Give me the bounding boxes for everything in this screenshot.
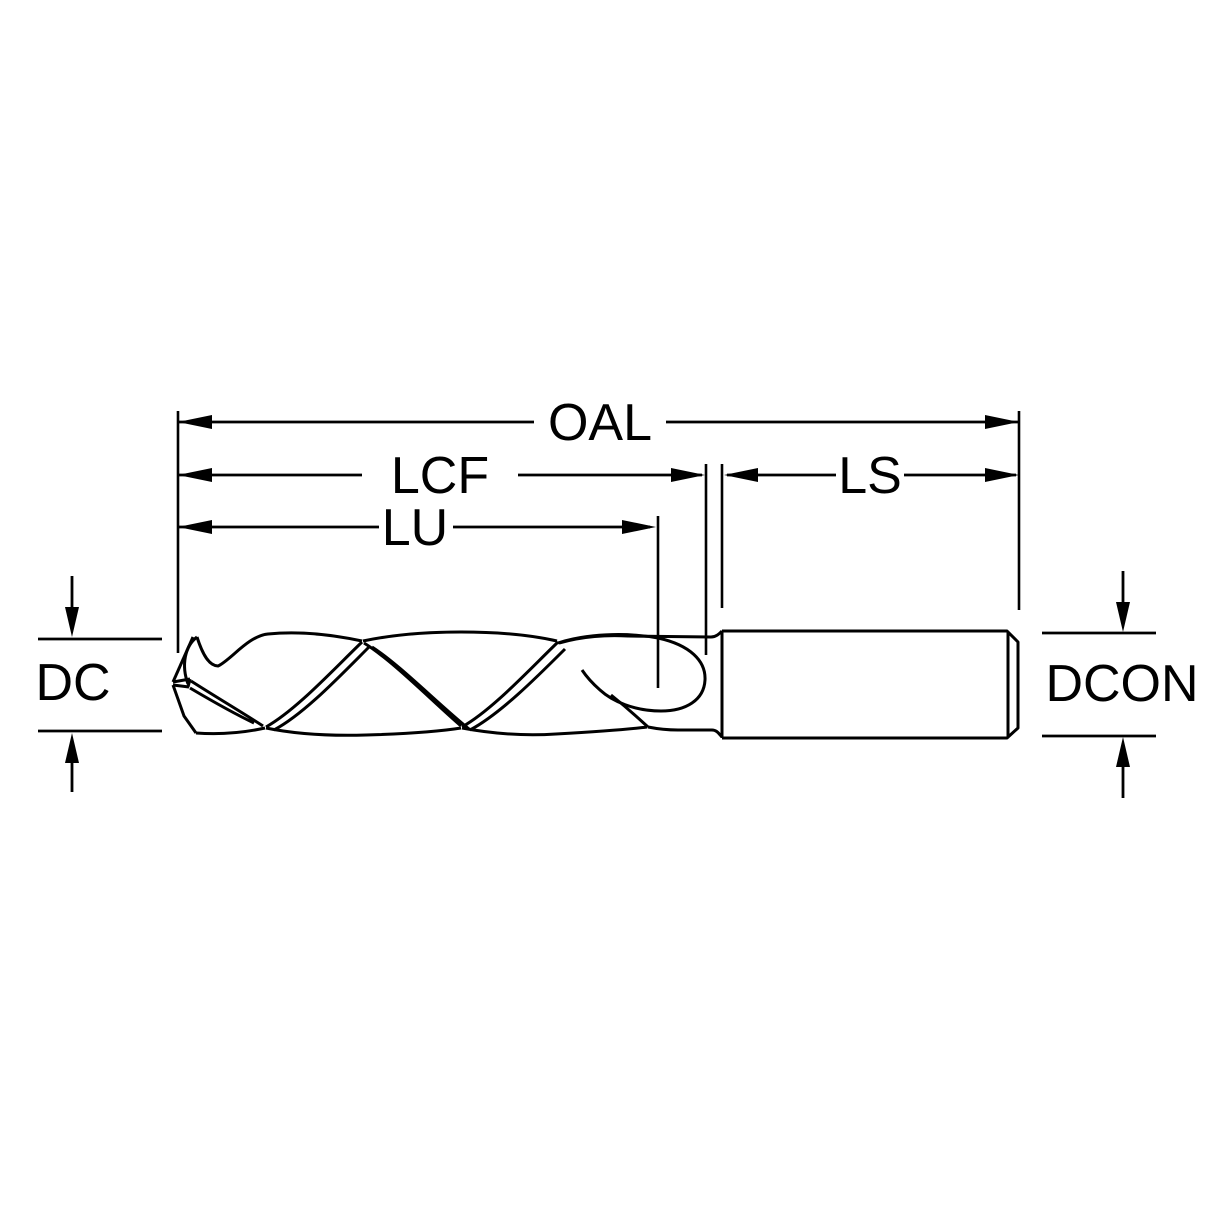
lcf-dimension: LCF: [178, 447, 705, 505]
lu-arrow-right: [622, 520, 656, 534]
dcon-label: DCON: [1045, 655, 1198, 713]
drill-shank: [720, 629, 1020, 740]
lcf-label: LCF: [391, 447, 489, 505]
oal-arrow-right: [985, 415, 1019, 429]
shank-outline: [722, 629, 1020, 740]
dcon-dimension: DCON: [1042, 571, 1199, 798]
drill-flutes: [195, 629, 724, 739]
ls-arrow-left: [724, 468, 758, 482]
tip-face-curve: [183, 635, 198, 685]
drill-drawing: [171, 629, 1020, 740]
flute-helix-band-1-return: [363, 641, 470, 731]
extension-lines: [176, 411, 1021, 688]
lu-label: LU: [382, 499, 448, 557]
dcon-arrow-down: [1116, 602, 1130, 632]
dc-dimension: DC: [35, 576, 162, 792]
ls-arrow-right: [985, 468, 1019, 482]
lu-arrow-left: [178, 520, 212, 534]
flute-end-lobe-connector: [610, 693, 650, 729]
lcf-arrow-right: [671, 468, 705, 482]
lcf-arrow-left: [178, 468, 212, 482]
oal-label: OAL: [548, 394, 652, 452]
dcon-arrow-up: [1116, 737, 1130, 767]
ls-dimension: LS: [724, 447, 1019, 505]
flute-end-lobe: [557, 633, 707, 713]
dc-arrow-up: [65, 733, 79, 763]
flute-helix-band-1: [265, 640, 372, 732]
dc-arrow-down: [65, 607, 79, 637]
drill-tip: [171, 635, 264, 734]
oal-dimension: OAL: [178, 394, 1019, 452]
dc-label: DC: [35, 654, 110, 712]
tip-land-edge: [189, 679, 264, 728]
oal-arrow-left: [178, 415, 212, 429]
ls-label: LS: [838, 447, 902, 505]
lu-dimension: LU: [178, 499, 656, 557]
flute-bottom-outline: [195, 725, 724, 739]
flute-helix-band-2: [461, 640, 567, 732]
tip-lower-edge: [171, 684, 198, 734]
